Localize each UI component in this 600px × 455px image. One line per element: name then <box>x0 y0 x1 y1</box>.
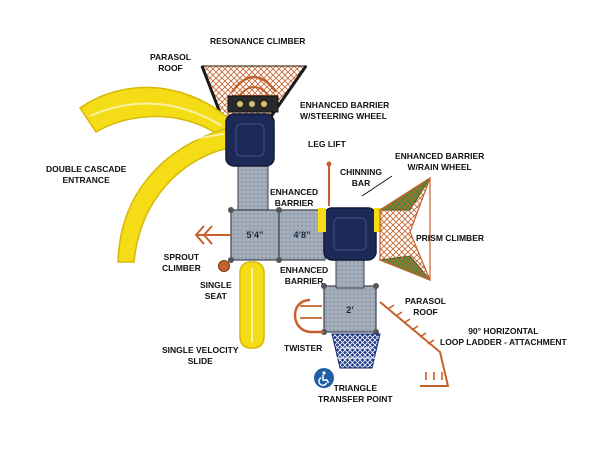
triangle-transfer-point <box>331 333 381 369</box>
label-line: W/STEERING WHEEL <box>300 111 387 121</box>
steering-wheel-barrier <box>227 95 279 113</box>
label-twister: TWISTER <box>284 343 323 353</box>
deck-height-left: 5’4” <box>246 230 263 240</box>
label-line: ENHANCED <box>280 265 329 275</box>
label-line: ENHANCED BARRIER <box>300 100 390 110</box>
label-single-seat: SINGLE SEAT <box>200 280 232 302</box>
label-sprout-climber: SPROUT CLIMBER <box>162 252 201 274</box>
main-decks <box>228 207 379 335</box>
label-line: ROOF <box>158 63 183 73</box>
label-line: TRANSFER POINT <box>318 394 393 404</box>
label-line: SPROUT <box>163 252 200 262</box>
single-velocity-slide <box>239 261 265 349</box>
label-line: 90° HORIZONTAL <box>468 326 539 336</box>
prism-climber <box>378 176 432 282</box>
rain-wheel-leader <box>361 175 393 197</box>
label-line: CLIMBER <box>162 263 201 273</box>
label-line: SINGLE VELOCITY <box>162 345 239 355</box>
label-line: CHINNING <box>340 167 383 177</box>
deck-height-lower: 2’ <box>346 305 354 315</box>
label-loop-ladder: 90° HORIZONTAL LOOP LADDER - ATTACHMENT <box>440 326 567 348</box>
label-line: SEAT <box>204 291 227 301</box>
wheelchair-accessibility-icon <box>314 368 334 388</box>
right-tower-roof <box>318 207 382 261</box>
label-line: BARRIER <box>284 276 324 286</box>
label-line: ROOF <box>413 307 438 317</box>
sprout-climber <box>194 225 231 245</box>
label-parasol-roof-bottom: PARASOL ROOF <box>405 296 446 318</box>
deck-height-middle: 4’8” <box>293 230 310 240</box>
label-line: TRIANGLE <box>333 383 378 393</box>
label-enhanced-barrier-mid: ENHANCED BARRIER <box>270 187 318 209</box>
label-parasol-roof-top: PARASOL ROOF <box>150 52 191 74</box>
label-line: W/RAIN WHEEL <box>407 162 472 172</box>
label-line: PARASOL <box>150 52 191 62</box>
label-triangle-transfer-point: TRIANGLE TRANSFER POINT <box>318 383 393 405</box>
single-seat <box>218 260 230 272</box>
horizontal-loop-ladder <box>379 301 450 387</box>
twister-climber <box>293 298 324 334</box>
label-line: BARRIER <box>274 198 314 208</box>
label-prism-climber: PRISM CLIMBER <box>416 233 484 243</box>
label-enhanced-barrier-rain: ENHANCED BARRIER W/RAIN WHEEL <box>395 151 484 173</box>
leg-lift <box>326 161 332 206</box>
label-line: LOOP LADDER - ATTACHMENT <box>440 337 567 347</box>
label-line: SLIDE <box>187 356 213 366</box>
label-line: SINGLE <box>200 280 232 290</box>
label-single-velocity-slide: SINGLE VELOCITY SLIDE <box>162 345 239 367</box>
label-enhanced-barrier-steering: ENHANCED BARRIER W/STEERING WHEEL <box>300 100 389 122</box>
label-chinning-bar: CHINNING BAR <box>340 167 382 189</box>
label-line: PARASOL <box>405 296 446 306</box>
label-line: ENHANCED <box>270 187 319 197</box>
label-double-cascade-entrance: DOUBLE CASCADE ENTRANCE <box>46 164 126 186</box>
label-resonance-climber: RESONANCE CLIMBER <box>210 36 306 46</box>
wheelchair-icon <box>318 371 330 386</box>
label-line: DOUBLE CASCADE <box>46 164 127 174</box>
label-line: BAR <box>351 178 371 188</box>
label-leg-lift: LEG LIFT <box>308 139 346 149</box>
label-line: ENTRANCE <box>62 175 110 185</box>
upper-tower <box>225 113 275 212</box>
label-line: ENHANCED BARRIER <box>395 151 485 161</box>
label-enhanced-barrier-low: ENHANCED BARRIER <box>280 265 328 287</box>
